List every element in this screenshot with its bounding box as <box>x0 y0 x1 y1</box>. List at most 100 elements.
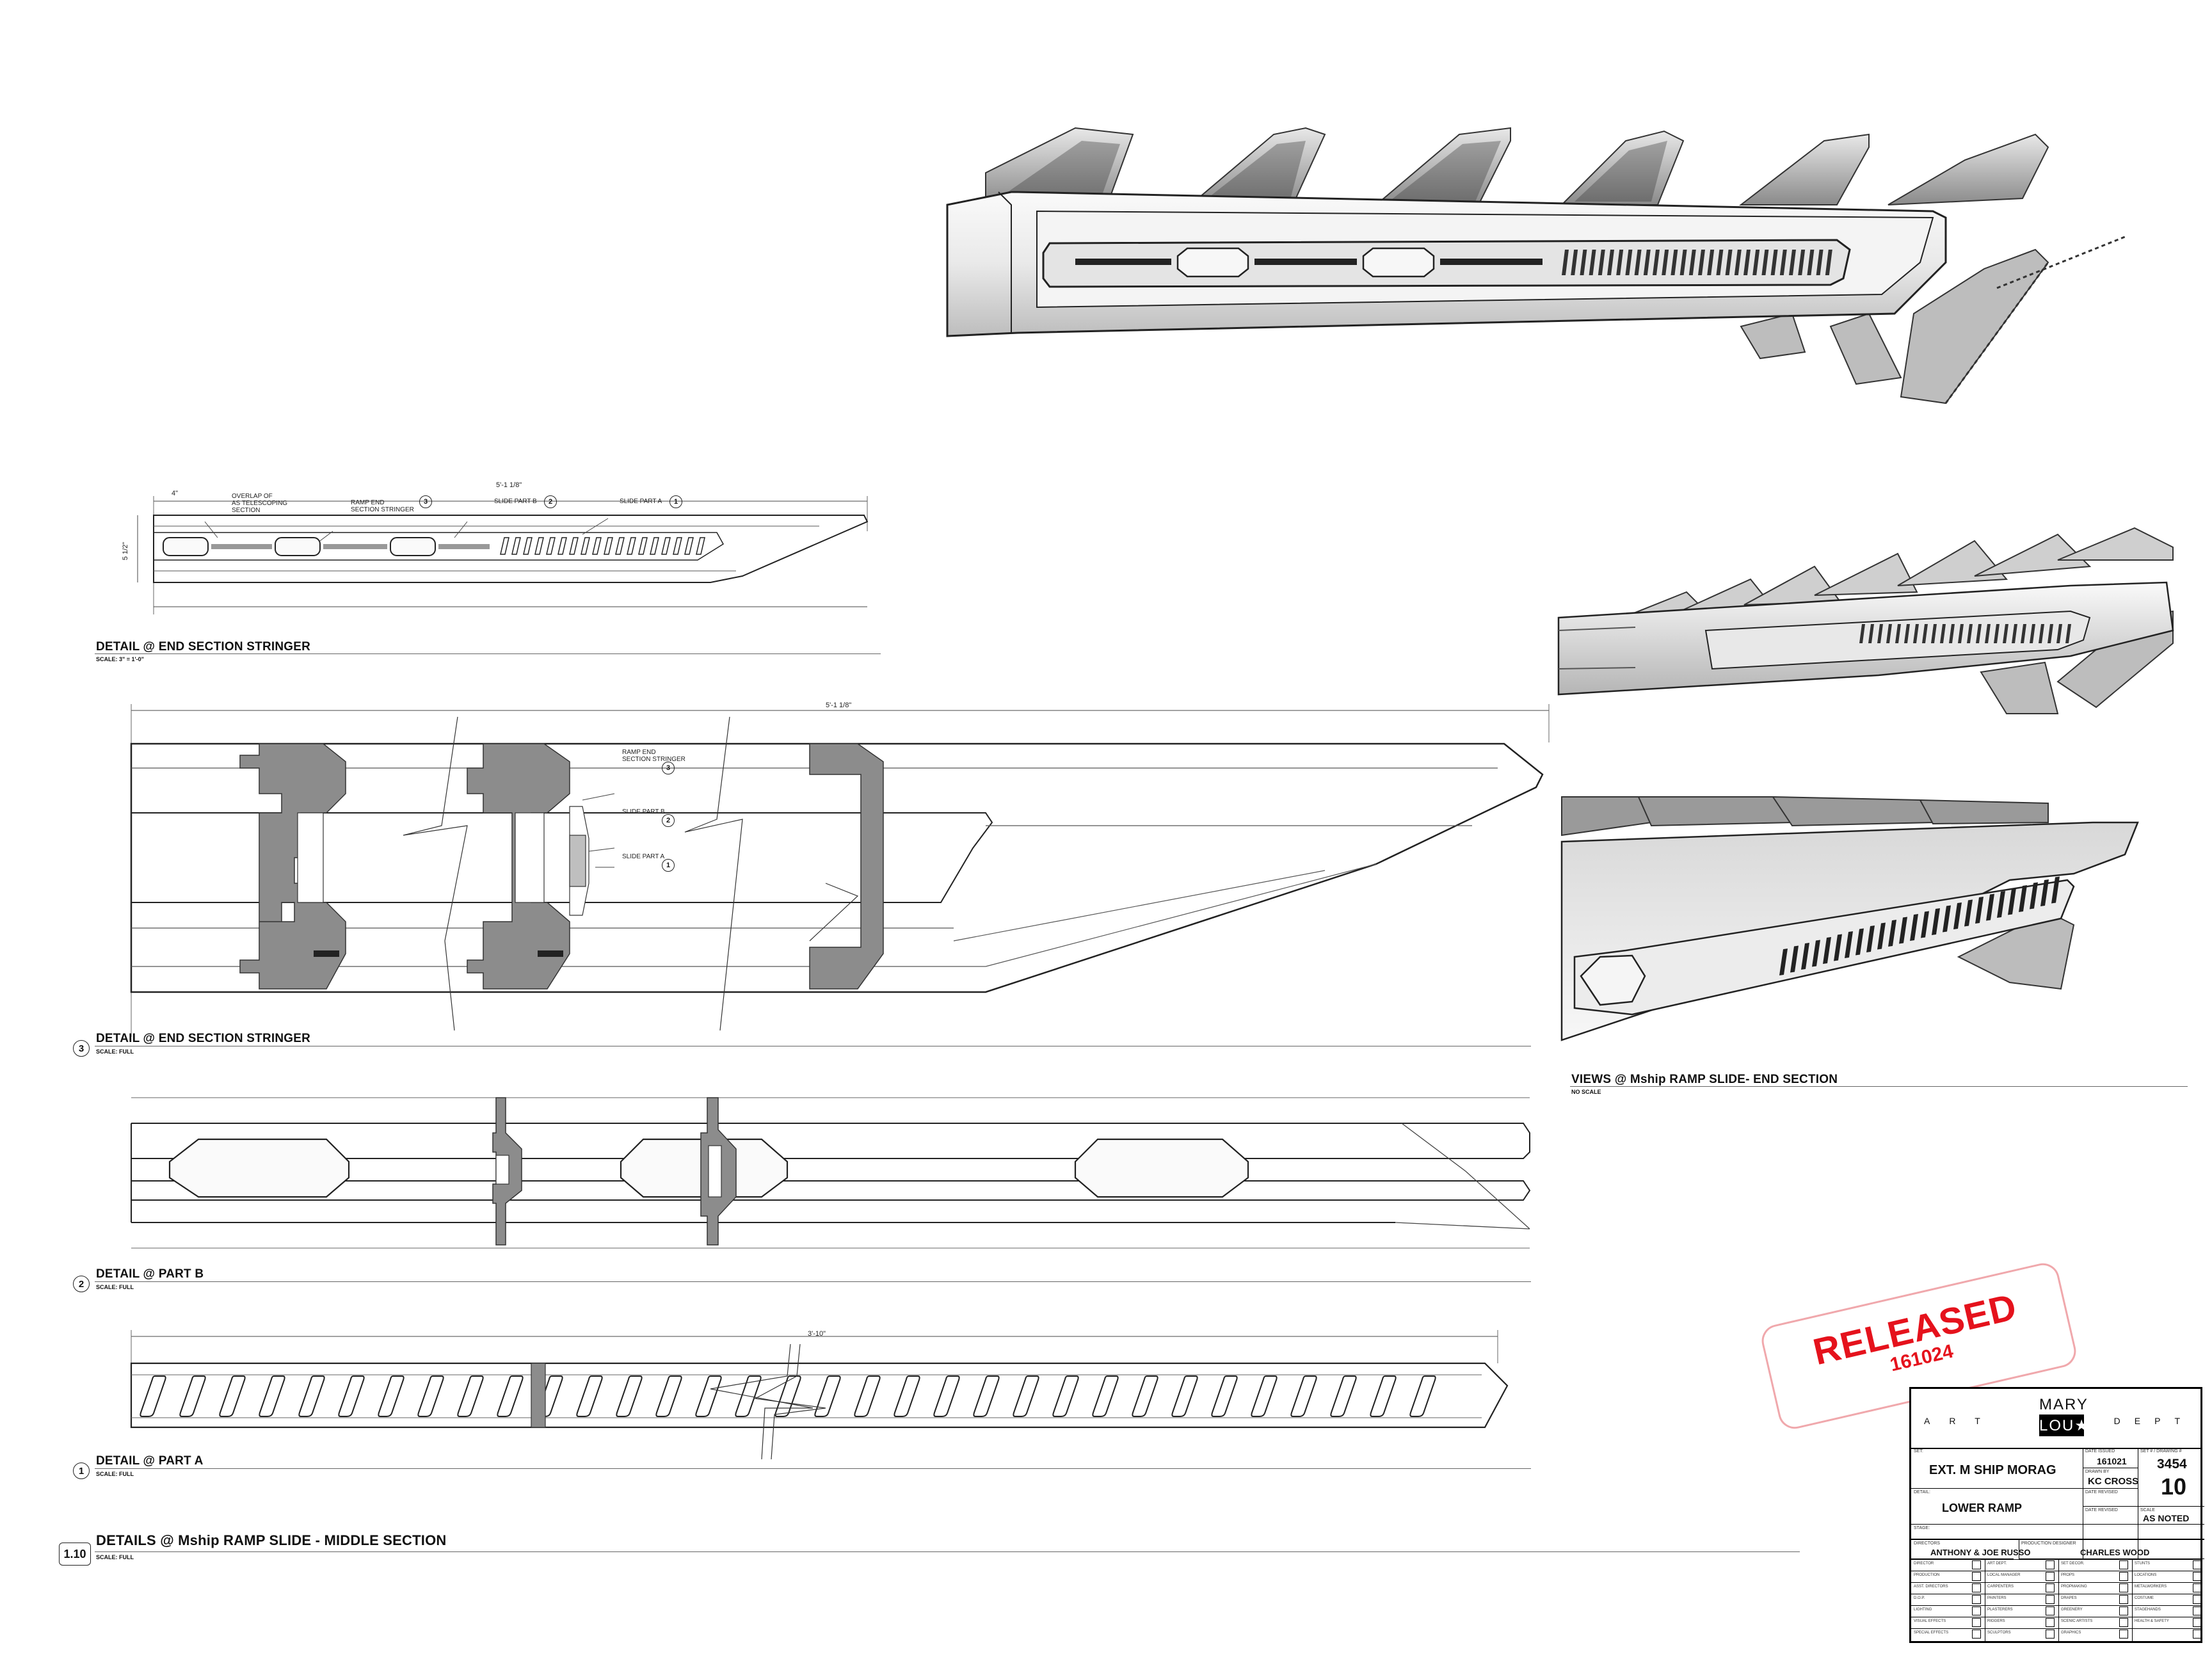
set-label: SET: <box>1914 1449 1923 1454</box>
label-slide-a-large: SLIDE PART A <box>622 853 665 860</box>
vent-slot <box>1132 1375 1158 1417</box>
vent-slot <box>1571 250 1578 275</box>
vent-slot <box>2008 888 2016 915</box>
label-slide-a-small: SLIDE PART A <box>620 498 662 505</box>
vent-slot <box>417 1375 444 1417</box>
vent-slot <box>2051 876 2060 904</box>
set-value: EXT. M SHIP MORAG <box>1929 1463 2056 1477</box>
vent-slot <box>1949 624 1955 643</box>
vent-slot <box>500 537 509 555</box>
distribution-cell: DRAPES <box>2061 1596 2077 1600</box>
part-a-drawing <box>130 1330 1509 1460</box>
directors-label: DIRECTORS <box>1914 1541 1941 1546</box>
distribution-cell: LIGHTING <box>1914 1608 1932 1612</box>
designer-label: PRODUCTION DESIGNER <box>2021 1541 2076 1546</box>
distribution-cell: COSTUME <box>2135 1596 2154 1600</box>
vent-slot <box>695 1375 722 1417</box>
vent-slot <box>2003 624 2008 643</box>
vent-slot <box>1790 945 1799 973</box>
distribution-cell: PRODUCTION <box>1914 1573 1940 1577</box>
vent-slot <box>735 1375 762 1417</box>
title-block: ART MARY LOU★ DEPT SET: EXT. M SHIP MORA… <box>1909 1387 2204 1643</box>
vent-slot <box>1761 250 1769 275</box>
vent-slot <box>1994 624 2000 643</box>
vent-slot <box>1823 937 1831 964</box>
detail-num-1: 1 <box>73 1463 90 1479</box>
vent-slot <box>1986 894 1994 921</box>
vent-slot <box>684 537 694 555</box>
stage-label: STAGE: <box>1914 1526 1930 1530</box>
vent-slot <box>1370 1375 1397 1417</box>
mary-lou-logo: MARY LOU★ <box>2039 1395 2088 1438</box>
rule-1 <box>95 1468 1531 1469</box>
label-overlap: OVERLAP OF AS TELESCOPING SECTION <box>232 493 288 514</box>
vent-slot <box>1625 250 1633 275</box>
detail-scale-1: SCALE: FULL <box>96 1471 134 1477</box>
vent-slot <box>1779 949 1788 975</box>
rule-main <box>95 1551 1800 1552</box>
vent-slot <box>1770 250 1778 275</box>
vent-slot <box>1845 931 1853 958</box>
vent-slot <box>2048 624 2053 643</box>
vent-slot <box>1092 1375 1119 1417</box>
distribution-cell: SET DECOR. <box>2061 1562 2085 1566</box>
vent-slot <box>1662 250 1669 275</box>
vent-slot <box>1251 1375 1278 1417</box>
main-detail-num: 1.10 <box>59 1543 91 1566</box>
vent-slot <box>1679 250 1687 275</box>
vent-slot <box>1634 250 1642 275</box>
logo-dept: DEPT <box>2113 1416 2194 1426</box>
detail-label: DETAIL: <box>1914 1490 1930 1495</box>
vent-slot <box>1958 624 1964 643</box>
dim-total-large: 5'-1 1/8" <box>826 701 852 709</box>
drawn-by-label: DRAWN BY <box>2085 1470 2110 1474</box>
detail-num-2: 2 <box>73 1276 90 1292</box>
vent-slot <box>1931 624 1937 643</box>
logo-mary: MARY <box>2039 1395 2087 1416</box>
vent-slot <box>2019 885 2027 912</box>
distribution-cell: SPECIAL EFFECTS <box>1914 1631 1949 1635</box>
vent-slot <box>1877 922 1886 950</box>
date-issued-value: 161021 <box>2097 1456 2127 1466</box>
vent-slot <box>1895 624 1901 643</box>
vent-slot <box>1859 624 1865 643</box>
distribution-cell: STUNTS <box>2135 1562 2150 1566</box>
vent-slot <box>1330 1375 1357 1417</box>
drawing-number-value: 10 <box>2161 1473 2187 1500</box>
distribution-cell: D.O.P. <box>1914 1596 1925 1600</box>
designer-value: CHARLES WOOD <box>2080 1548 2150 1557</box>
hex-1-small: 1 <box>669 495 682 508</box>
distribution-cell: STAGEHANDS <box>2135 1608 2161 1612</box>
dim-total-small: 5'-1 1/8" <box>496 481 522 489</box>
vent-slot <box>2065 624 2071 643</box>
vent-slot <box>1734 250 1742 275</box>
vent-slot <box>650 537 659 555</box>
hex-2-small: 2 <box>544 495 557 508</box>
label-slide-b-small: SLIDE PART B <box>494 498 537 505</box>
vent-slot <box>1877 624 1883 643</box>
distribution-cell: RIGGERS <box>1987 1619 2005 1623</box>
distribution-cell: SCULPTORS <box>1987 1631 2011 1635</box>
vent-slot <box>523 537 533 555</box>
rule-views <box>1570 1086 2188 1087</box>
vent-slot <box>1967 624 1973 643</box>
hex-1-large: 1 <box>662 859 675 872</box>
vent-slot <box>1825 250 1832 275</box>
vent-slot <box>298 1375 325 1417</box>
part-b-drawing <box>131 1097 1531 1249</box>
distribution-cell: PROPMAKING <box>2061 1585 2087 1589</box>
main-detail-scale: SCALE: FULL <box>96 1554 134 1560</box>
vent-slot <box>1913 624 1919 643</box>
vent-slot <box>1707 250 1715 275</box>
vent-slot <box>219 1375 246 1417</box>
hex-3-large: 3 <box>662 762 675 774</box>
vent-slot <box>1562 250 1569 275</box>
vent-slot <box>1725 250 1733 275</box>
detail-scale-2: SCALE: FULL <box>96 1284 134 1290</box>
vent-slot <box>2039 624 2044 643</box>
scale-value: AS NOTED <box>2143 1513 2190 1523</box>
detail-title-2: DETAIL @ PART B <box>96 1267 204 1281</box>
distribution-cell: ART DEPT. <box>1987 1562 2007 1566</box>
vent-slot <box>1752 250 1760 275</box>
